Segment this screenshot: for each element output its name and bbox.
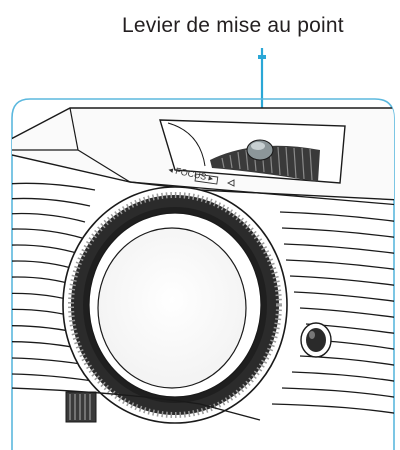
ir-sensor-icon [300, 322, 332, 358]
lens-assembly [62, 186, 288, 424]
callout-leader-stub [258, 55, 266, 59]
focus-wheel [210, 145, 320, 182]
focus-lever-icon [246, 139, 274, 161]
callout-label: Levier de mise au point [122, 14, 344, 37]
adjuster-foot-icon [65, 391, 97, 423]
